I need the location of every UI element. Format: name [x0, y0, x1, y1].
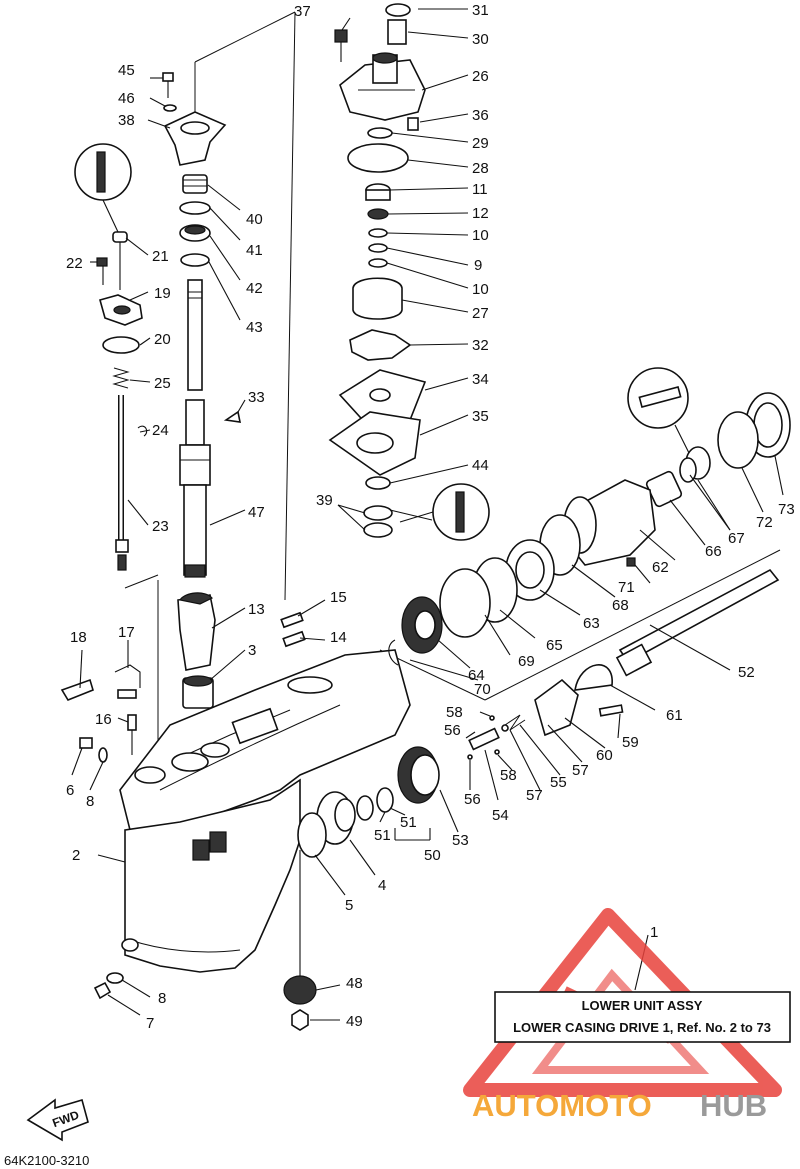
- watermark-brand-part2: HUB: [700, 1088, 767, 1123]
- part-label: 44: [472, 457, 489, 474]
- legend: LOWER UNIT ASSY LOWER CASING DRIVE 1, Re…: [494, 991, 791, 1043]
- part-label: 46: [118, 90, 135, 107]
- part-label: 20: [154, 331, 171, 348]
- part-label: 25: [154, 375, 171, 392]
- part-label: 56: [464, 791, 481, 808]
- fwd-arrow: FWD: [26, 1098, 89, 1142]
- part-label: 63: [583, 615, 600, 632]
- part-label: 68: [612, 597, 629, 614]
- part-label: 55: [550, 774, 567, 791]
- part-label: 58: [446, 704, 463, 721]
- part-label: 65: [546, 637, 563, 654]
- part-label: 26: [472, 68, 489, 85]
- part-label: 32: [472, 337, 489, 354]
- legend-title: LOWER UNIT ASSY: [582, 998, 703, 1013]
- part-label: 15: [330, 589, 347, 606]
- part-label: 58: [500, 767, 517, 784]
- part-label: 6: [66, 782, 74, 799]
- part-label: 5: [345, 897, 353, 914]
- part-label: 50: [424, 847, 441, 864]
- part-label: 21: [152, 248, 169, 265]
- fwd-arrow-icon: [26, 1098, 89, 1142]
- watermark-wordmark: AUTOMOTO HUB: [472, 1088, 767, 1123]
- part-label: 31: [472, 2, 489, 19]
- part-number-labels: 1 2 3 4 5 6 7 8 8 9 10 10 11 12 13 14 15…: [66, 2, 795, 1032]
- part-label: 60: [596, 747, 613, 764]
- part-label: 36: [472, 107, 489, 124]
- part-label: 72: [756, 514, 773, 531]
- part-label: 67: [728, 530, 745, 547]
- part-label: 73: [778, 501, 795, 518]
- part-label: 45: [118, 62, 135, 79]
- part-label: 62: [652, 559, 669, 576]
- part-label: 35: [472, 408, 489, 425]
- part-label: 40: [246, 211, 263, 228]
- part-label: 8: [158, 990, 166, 1007]
- part-label: 10: [472, 227, 489, 244]
- part-label: 29: [472, 135, 489, 152]
- part-label: 51: [400, 814, 417, 831]
- part-label: 16: [95, 711, 112, 728]
- part-label: 2: [72, 847, 80, 864]
- part-label: 17: [118, 624, 135, 641]
- leader-lines: [71, 8, 784, 1021]
- part-label: 64: [468, 667, 485, 684]
- lower-casing: [119, 649, 411, 973]
- part-label: 51: [374, 827, 391, 844]
- part-label: 57: [572, 762, 589, 779]
- part-label: 54: [492, 807, 509, 824]
- part-label: 38: [118, 112, 135, 129]
- part-label: 7: [146, 1015, 154, 1032]
- part-label: 10: [472, 281, 489, 298]
- part-label: 9: [474, 257, 482, 274]
- part-label: 19: [154, 285, 171, 302]
- part-label: 48: [346, 975, 363, 992]
- part-label: 18: [70, 629, 87, 646]
- drawing-code: 64K2100-3210: [4, 1153, 89, 1168]
- part-label: 41: [246, 242, 263, 259]
- part-label: 53: [452, 832, 469, 849]
- detail-callouts: [74, 143, 691, 541]
- part-label: 4: [378, 877, 386, 894]
- part-label: 30: [472, 31, 489, 48]
- part-label: 37: [294, 3, 311, 20]
- part-label: 34: [472, 371, 489, 388]
- left-column-parts: [60, 72, 306, 1000]
- part-label: 56: [444, 722, 461, 739]
- legend-subtitle: LOWER CASING DRIVE 1, Ref. No. 2 to 73: [513, 1020, 771, 1035]
- part-label: 47: [248, 504, 265, 521]
- part-label: 43: [246, 319, 263, 336]
- part-label: 3: [248, 642, 256, 659]
- part-label: 57: [526, 787, 543, 804]
- part-label: 8: [86, 793, 94, 810]
- part-label: 12: [472, 205, 489, 222]
- part-label: 69: [518, 653, 535, 670]
- part-label: 33: [248, 389, 265, 406]
- part-label: 71: [618, 579, 635, 596]
- watermark-brand-part1: AUTOMOTO: [472, 1088, 652, 1123]
- part-label: 49: [346, 1013, 363, 1030]
- part-label: 52: [738, 664, 755, 681]
- part-label: 66: [705, 543, 722, 560]
- part-label: 39: [316, 492, 333, 509]
- part-label: 42: [246, 280, 263, 297]
- part-label: 1: [650, 924, 658, 941]
- part-label: 22: [66, 255, 83, 272]
- part-label: 23: [152, 518, 169, 535]
- part-label: 59: [622, 734, 639, 751]
- part-label: 13: [248, 601, 265, 618]
- gear-shaft-parts: [283, 392, 791, 1031]
- part-label: 24: [152, 422, 169, 439]
- part-label: 14: [330, 629, 347, 646]
- part-label: 27: [472, 305, 489, 322]
- part-label: 11: [472, 181, 488, 198]
- water-pump-parts: [328, 3, 427, 538]
- part-label: 28: [472, 160, 489, 177]
- part-label: 70: [474, 681, 491, 698]
- part-label: 61: [666, 707, 683, 724]
